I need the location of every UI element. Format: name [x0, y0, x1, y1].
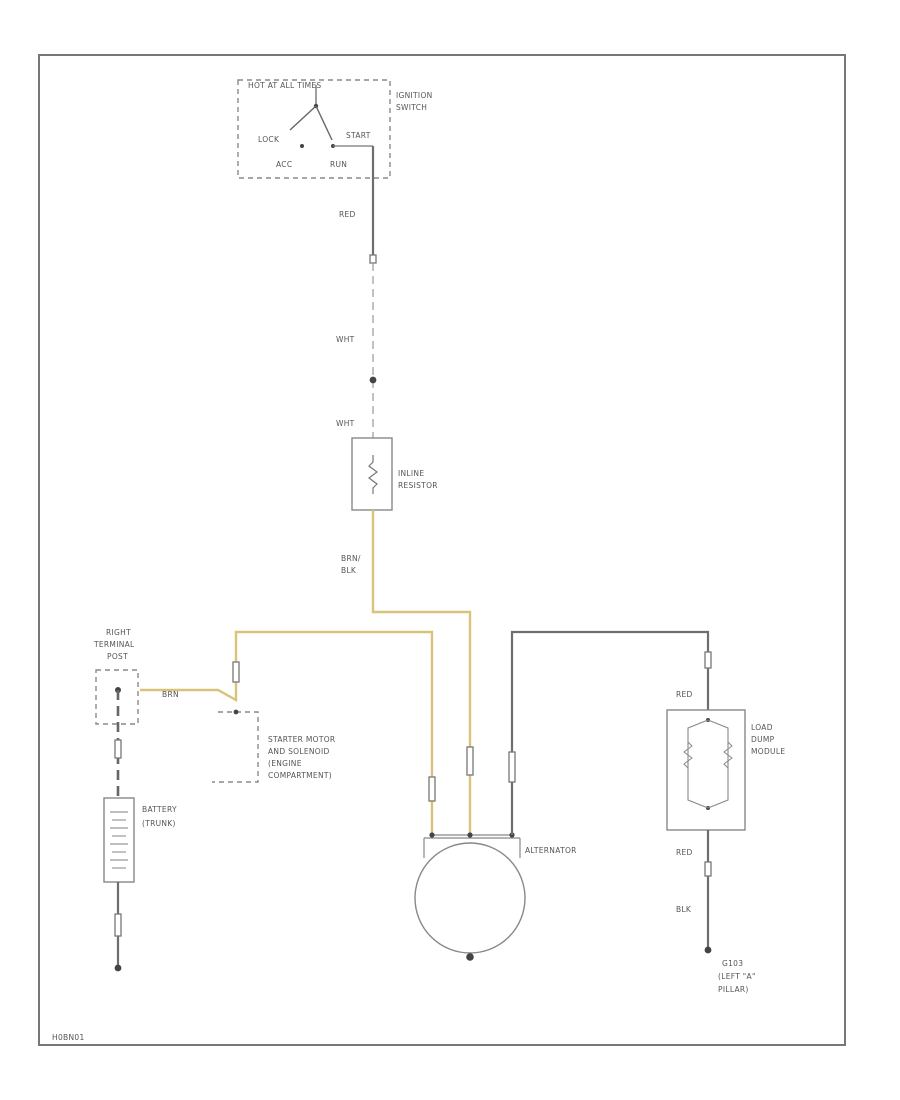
starter-motor: STARTER MOTOR AND SOLENOID (ENGINE COMPA… [212, 709, 335, 783]
starter-terminal-node [233, 709, 239, 715]
battery-ground-node [114, 964, 122, 972]
ground-label-3: PILLAR) [718, 985, 749, 994]
alternator-terminal-left [429, 832, 435, 838]
alternator-case-ground [466, 953, 474, 961]
load-dump-connector-top [704, 651, 712, 669]
wire-label-blk-ground: BLK [676, 905, 692, 914]
alternator: ALTERNATOR [414, 832, 577, 961]
alternator-body [414, 842, 526, 954]
switch-contact-acc [300, 144, 304, 148]
diagram-frame [38, 54, 846, 1046]
inline-resistor-label-2: RESISTOR [398, 481, 438, 490]
switch-position-lock: LOCK [258, 135, 280, 144]
starter-label-2: AND SOLENOID [268, 747, 330, 756]
battery-label-2: (TRUNK) [142, 819, 176, 828]
right-terminal-post: RIGHT TERMINAL POST [93, 628, 139, 725]
ground-g103-node [704, 946, 712, 954]
alternator-connector-mid [466, 746, 474, 776]
ground-label-1: G103 [722, 959, 743, 968]
starter-label-3: (ENGINE [268, 759, 302, 768]
switch-position-run: RUN [330, 160, 347, 169]
wire-label-red-lower: RED [676, 848, 693, 857]
right-terminal-post-label-3: POST [107, 652, 128, 661]
right-terminal-post-label-1: RIGHT [106, 628, 131, 637]
ignition-switch-label-2: SWITCH [396, 103, 427, 112]
wire-brn-blk [371, 510, 472, 835]
wire-label-wht-2: WHT [336, 419, 355, 428]
load-dump-label-2: DUMP [751, 735, 775, 744]
battery: BATTERY (TRUNK) [103, 797, 177, 883]
wire-label-brn-fuse: BRN [162, 690, 179, 699]
wire-label-wht-1: WHT [336, 335, 355, 344]
wire-label-red-load-dump: RED [676, 690, 693, 699]
alternator-terminal-mid [467, 832, 473, 838]
hot-at-all-times-label: HOT AT ALL TIMES [248, 81, 321, 90]
inline-resistor: INLINE RESISTOR [351, 437, 438, 511]
battery-label-1: BATTERY [142, 805, 177, 814]
switch-position-start: START [346, 131, 371, 140]
right-terminal-post-label-2: TERMINAL [93, 640, 135, 649]
wire-label-brn-blk-2: BLK [341, 566, 357, 575]
load-dump-label-1: LOAD [751, 723, 773, 732]
starter-label-4: COMPARTMENT) [268, 771, 332, 780]
figure-id-label: H0BN01 [52, 1033, 85, 1042]
load-dump-label-3: MODULE [751, 747, 785, 756]
load-dump-connector-bottom [704, 861, 712, 877]
ignition-wire-connector [369, 254, 377, 264]
battery-cable-connector [114, 739, 122, 759]
inline-resistor-label-1: INLINE [398, 469, 424, 478]
alternator-label: ALTERNATOR [525, 846, 577, 855]
battery-ground-connector [114, 913, 122, 937]
ignition-switch-label-1: IGNITION [396, 91, 433, 100]
ground-label-2: (LEFT "A" [718, 972, 756, 981]
load-dump-module: LOAD DUMP MODULE [666, 709, 785, 831]
starter-label-1: STARTER MOTOR [268, 735, 335, 744]
alternator-connector-left [428, 776, 436, 802]
switch-blade-right [315, 105, 333, 141]
ignition-switch: HOT AT ALL TIMES IGNITION SWITCH LOCK ST… [237, 79, 433, 179]
wire-brn-alternator [140, 630, 434, 835]
wire-red-load-dump [510, 630, 710, 835]
splice-node [369, 376, 377, 384]
starter-wire-connector [232, 661, 240, 683]
wire-label-red-top: RED [339, 210, 356, 219]
switch-blade-left [289, 105, 317, 131]
switch-position-acc: ACC [276, 160, 292, 169]
wire-label-brn-blk-1: BRN/ [341, 554, 361, 563]
alternator-connector-right [508, 751, 516, 783]
